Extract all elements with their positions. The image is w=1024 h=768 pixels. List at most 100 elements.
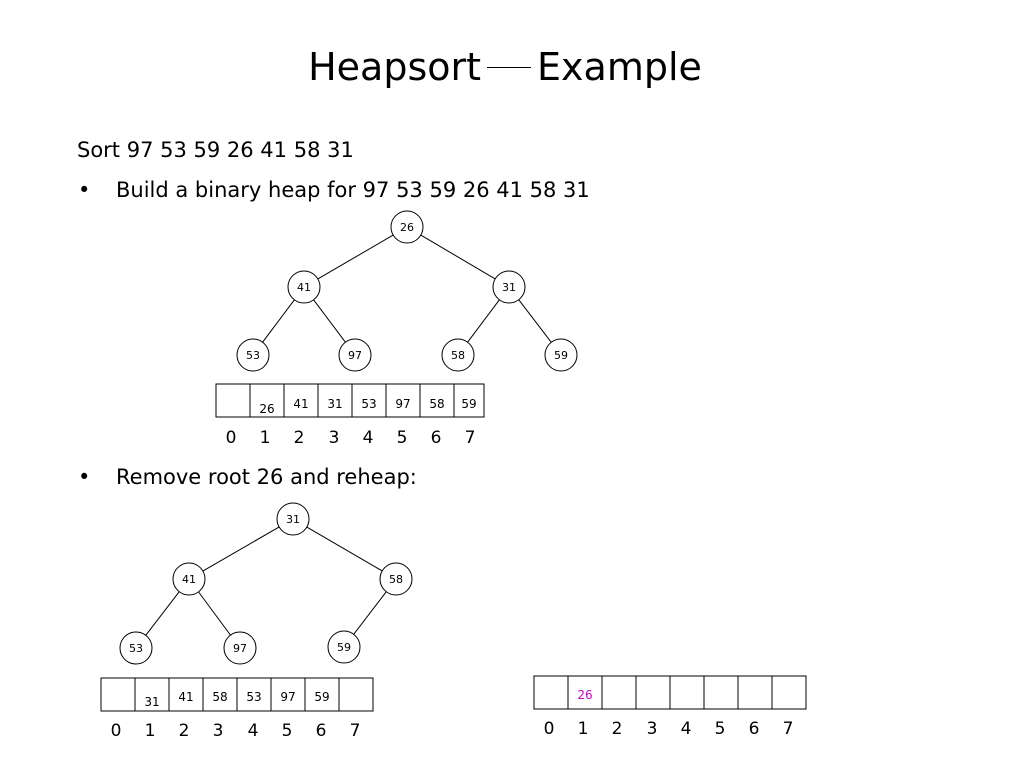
tree-edge bbox=[306, 526, 383, 572]
array-cell-value: 58 bbox=[212, 690, 227, 704]
array-index-label: 7 bbox=[350, 721, 361, 741]
array-index-label: 7 bbox=[465, 428, 476, 448]
heap-tree-2: 31 41 58 53 97 59 bbox=[119, 502, 413, 665]
node-circle bbox=[223, 631, 257, 665]
array-index-label: 0 bbox=[226, 428, 237, 448]
node-label: 97 bbox=[233, 642, 247, 655]
array-cell bbox=[703, 675, 739, 710]
title-left: Heapsort bbox=[308, 45, 482, 89]
tree-edge bbox=[313, 299, 346, 343]
tree-edge bbox=[317, 234, 394, 280]
array-cell-value: 41 bbox=[178, 690, 193, 704]
bullet-marker-1: • bbox=[78, 178, 91, 202]
node-label: 31 bbox=[502, 281, 516, 294]
array-cell bbox=[419, 383, 455, 418]
bullet-text-1: Build a binary heap for 97 53 59 26 41 5… bbox=[116, 178, 590, 202]
array-cell bbox=[338, 677, 374, 712]
node-label: 59 bbox=[554, 349, 568, 362]
node-circle bbox=[287, 270, 321, 304]
tree-edge bbox=[262, 299, 295, 343]
array-index-label: 1 bbox=[578, 719, 589, 739]
tree-edge bbox=[467, 299, 500, 343]
array-index-label: 2 bbox=[179, 721, 190, 741]
array-index-label: 5 bbox=[397, 428, 408, 448]
node-label: 41 bbox=[297, 281, 311, 294]
array-cell bbox=[283, 383, 319, 418]
node-label: 58 bbox=[451, 349, 465, 362]
array-cell-value: 41 bbox=[293, 397, 308, 411]
array-index-label: 4 bbox=[248, 721, 259, 741]
array-index-label: 3 bbox=[647, 719, 658, 739]
array-cell bbox=[385, 383, 421, 418]
tree-node: 59 bbox=[544, 338, 578, 372]
array-cell bbox=[215, 383, 251, 418]
tree-edge bbox=[353, 591, 387, 635]
array-cell-value: 97 bbox=[395, 397, 410, 411]
tree-node: 41 bbox=[172, 562, 206, 596]
tree-node: 58 bbox=[379, 562, 413, 596]
tree-node: 53 bbox=[119, 631, 153, 665]
tree-edge bbox=[145, 591, 180, 636]
node-circle bbox=[390, 210, 424, 244]
array-cell-value: 26 bbox=[577, 688, 592, 702]
node-label: 53 bbox=[246, 349, 260, 362]
array-cell-value: 53 bbox=[246, 690, 261, 704]
node-label: 97 bbox=[348, 349, 362, 362]
tree-node: 31 bbox=[276, 502, 310, 536]
tree-edge bbox=[198, 591, 231, 636]
node-circle bbox=[119, 631, 153, 665]
tree-edge bbox=[202, 526, 280, 572]
title-dash bbox=[487, 67, 532, 68]
node-circle bbox=[236, 338, 270, 372]
array-cell bbox=[168, 677, 204, 712]
node-label: 26 bbox=[400, 221, 414, 234]
tree-node: 58 bbox=[441, 338, 475, 372]
array-cell bbox=[737, 675, 773, 710]
array-index-label: 0 bbox=[544, 719, 555, 739]
bullet-marker-2: • bbox=[78, 465, 91, 489]
tree-node: 26 bbox=[390, 210, 424, 244]
array-index-label: 1 bbox=[260, 428, 271, 448]
array-cell-value: 97 bbox=[280, 690, 295, 704]
array-cell bbox=[567, 675, 603, 710]
array-index-label: 1 bbox=[145, 721, 156, 741]
tree-node: 97 bbox=[223, 631, 257, 665]
array-index-label: 5 bbox=[282, 721, 293, 741]
array-cell bbox=[669, 675, 705, 710]
heap-tree-1: 26 41 31 53 97 58 59 bbox=[236, 210, 578, 372]
array-cell bbox=[304, 677, 340, 712]
bullet-text-2: Remove root 26 and reheap: bbox=[116, 465, 417, 489]
array-index-label: 2 bbox=[294, 428, 305, 448]
array-cell bbox=[202, 677, 238, 712]
node-circle bbox=[276, 502, 310, 536]
array-index-label: 6 bbox=[431, 428, 442, 448]
array-cell-value: 58 bbox=[429, 397, 444, 411]
tree-edge bbox=[420, 234, 496, 280]
tree-edge bbox=[518, 299, 552, 343]
intro-text: Sort 97 53 59 26 41 58 31 bbox=[77, 138, 354, 162]
array-cell bbox=[533, 675, 569, 710]
node-circle bbox=[338, 338, 372, 372]
tree-node: 97 bbox=[338, 338, 372, 372]
array-index-label: 4 bbox=[681, 719, 692, 739]
array-index-label: 4 bbox=[363, 428, 374, 448]
array-cell-value: 26 bbox=[259, 402, 274, 416]
node-label: 41 bbox=[182, 573, 196, 586]
node-label: 31 bbox=[286, 513, 300, 526]
array-cell bbox=[134, 677, 170, 712]
tree-node: 53 bbox=[236, 338, 270, 372]
array-index-label: 5 bbox=[715, 719, 726, 739]
node-circle bbox=[327, 630, 361, 664]
array-cell-value: 53 bbox=[361, 397, 376, 411]
node-circle bbox=[379, 562, 413, 596]
tree-node: 41 bbox=[287, 270, 321, 304]
node-circle bbox=[441, 338, 475, 372]
node-label: 53 bbox=[129, 642, 143, 655]
tree-node: 59 bbox=[327, 630, 361, 664]
array-index-label: 3 bbox=[213, 721, 224, 741]
